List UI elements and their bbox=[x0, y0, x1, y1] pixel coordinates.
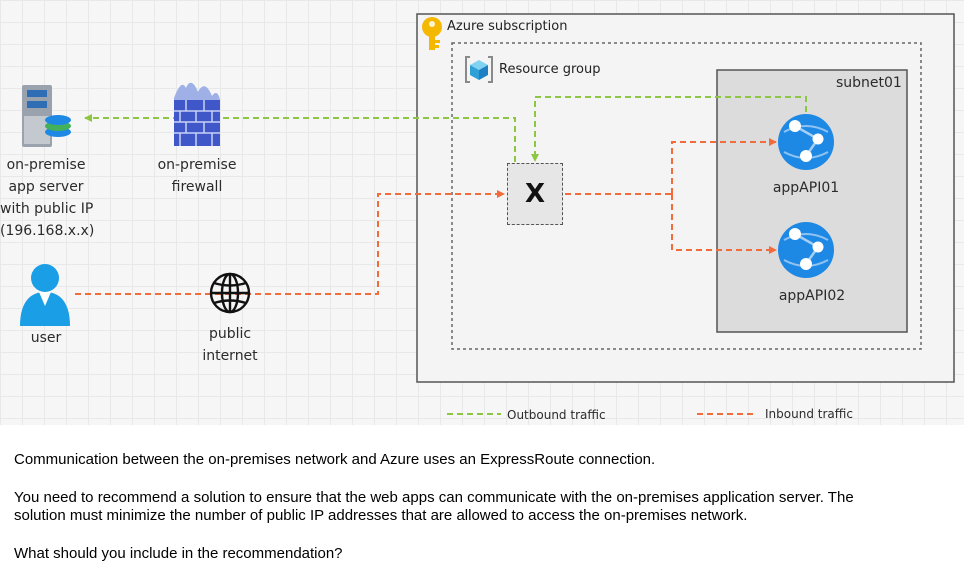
outbound-path-from-app bbox=[531, 96, 807, 162]
app1-label: appAPI01 bbox=[772, 180, 840, 196]
diagram-canvas bbox=[20, 13, 955, 415]
network-diagram: X Azure subscription Resource group subn… bbox=[0, 0, 964, 425]
resource-group-label: Resource group bbox=[499, 62, 601, 77]
legend-outbound-label: Outbound traffic bbox=[507, 408, 606, 422]
firewall-icon bbox=[174, 82, 220, 146]
firewall-label-line-2: firewall bbox=[171, 179, 223, 195]
server-label-line-2: app server bbox=[8, 179, 84, 195]
key-icon bbox=[422, 17, 442, 50]
firewall-label-line-1: on-premise bbox=[157, 157, 237, 173]
app-service-icon-1 bbox=[778, 114, 834, 170]
internet-label-line-1: public bbox=[208, 326, 252, 342]
internet-label-line-2: internet bbox=[202, 348, 258, 364]
app-service-icon-2 bbox=[778, 222, 834, 278]
user-icon bbox=[20, 264, 70, 326]
app2-label: appAPI02 bbox=[778, 288, 846, 304]
inbound-path-to-app2 bbox=[671, 194, 777, 254]
outbound-path-to-server bbox=[84, 114, 516, 162]
subnet-label: subnet01 bbox=[836, 75, 902, 91]
app-server-icon bbox=[22, 85, 71, 147]
resource-group-box bbox=[451, 42, 922, 350]
question-paragraph-2-line-2: solution must minimize the number of pub… bbox=[14, 507, 748, 524]
server-label-line-3: with public IP bbox=[0, 201, 94, 217]
question-paragraph-1: Communication between the on-premises ne… bbox=[14, 451, 656, 468]
server-label-line-4: (196.168.x.x) bbox=[0, 223, 95, 239]
legend-inbound-label: Inbound traffic bbox=[765, 407, 853, 421]
inbound-path-to-app1 bbox=[671, 138, 777, 194]
globe-icon bbox=[209, 272, 251, 314]
question-text: Communication between the on-premises ne… bbox=[14, 451, 934, 563]
question-paragraph-2-line-1: You need to recommend a solution to ensu… bbox=[14, 489, 854, 506]
user-label: user bbox=[30, 330, 62, 346]
unknown-component-x: X bbox=[507, 163, 563, 225]
server-label-line-1: on-premise bbox=[6, 157, 86, 173]
subnet-box bbox=[716, 69, 908, 333]
question-paragraph-3: What should you include in the recommend… bbox=[14, 545, 343, 562]
resource-group-icon bbox=[465, 56, 493, 83]
azure-subscription-label: Azure subscription bbox=[447, 19, 568, 34]
